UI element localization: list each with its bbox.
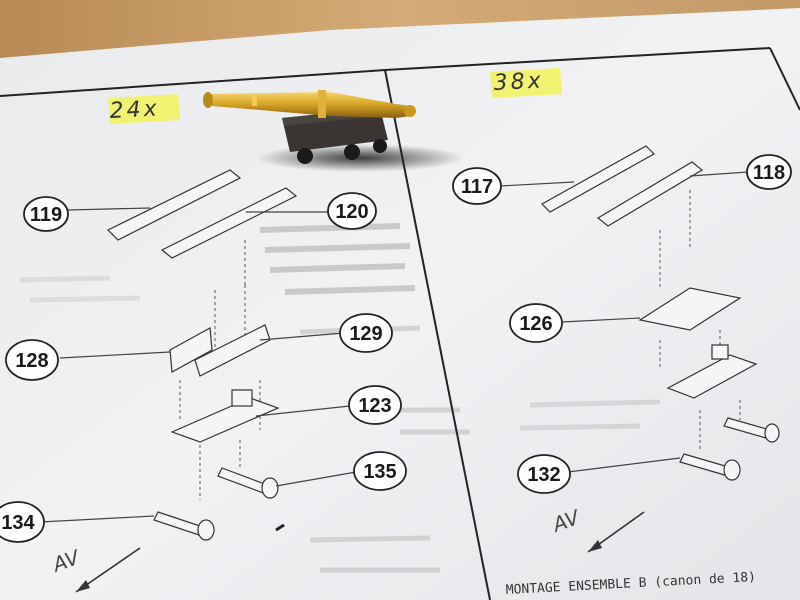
- callouts-left: 119 120 128 129 123 135 134: [0, 192, 407, 543]
- svg-text:117: 117: [461, 176, 493, 198]
- carriage-block: [231, 389, 253, 407]
- carriage-bed-right: [666, 354, 758, 399]
- brass-cannon-model: [203, 90, 465, 172]
- carriage-side-128: [169, 327, 213, 373]
- callout-128: 128: [5, 339, 59, 381]
- carriage-side-126: [638, 287, 742, 331]
- barrel-half-118: [596, 161, 704, 227]
- callout-117: 117: [452, 167, 502, 205]
- svg-text:38x: 38x: [493, 68, 544, 96]
- left-assembly: [39, 169, 357, 541]
- callout-123: 123: [348, 385, 402, 425]
- barrel-half-117: [541, 145, 655, 213]
- barrel-half-120: [160, 187, 298, 259]
- svg-text:24x: 24x: [109, 96, 160, 124]
- barrel-half-119: [106, 169, 242, 241]
- carriage-bed-123: [170, 397, 280, 443]
- svg-text:134: 134: [1, 512, 35, 534]
- svg-text:119: 119: [30, 204, 62, 226]
- callout-126: 126: [509, 303, 563, 343]
- callout-120: 120: [327, 192, 377, 230]
- callout-119: 119: [23, 196, 69, 232]
- svg-text:118: 118: [753, 162, 785, 184]
- carriage-side-129: [194, 324, 271, 377]
- right-assembly: [499, 145, 780, 481]
- callout-129: 129: [339, 313, 393, 353]
- callouts-right: 117 118 126 132: [452, 154, 792, 494]
- scale-label-left: 24x: [108, 94, 180, 124]
- svg-text:128: 128: [15, 350, 48, 372]
- svg-text:123: 123: [358, 395, 391, 417]
- svg-text:135: 135: [363, 461, 396, 483]
- svg-text:132: 132: [527, 464, 560, 486]
- svg-text:120: 120: [335, 201, 368, 223]
- callout-135: 135: [353, 451, 407, 491]
- background-print: [19, 223, 661, 573]
- callout-132: 132: [517, 454, 571, 494]
- svg-text:129: 129: [349, 323, 382, 345]
- svg-text:126: 126: [519, 313, 552, 335]
- callout-118: 118: [746, 154, 792, 190]
- scale-label-right: 38x: [490, 68, 562, 98]
- callout-134: 134: [0, 501, 45, 543]
